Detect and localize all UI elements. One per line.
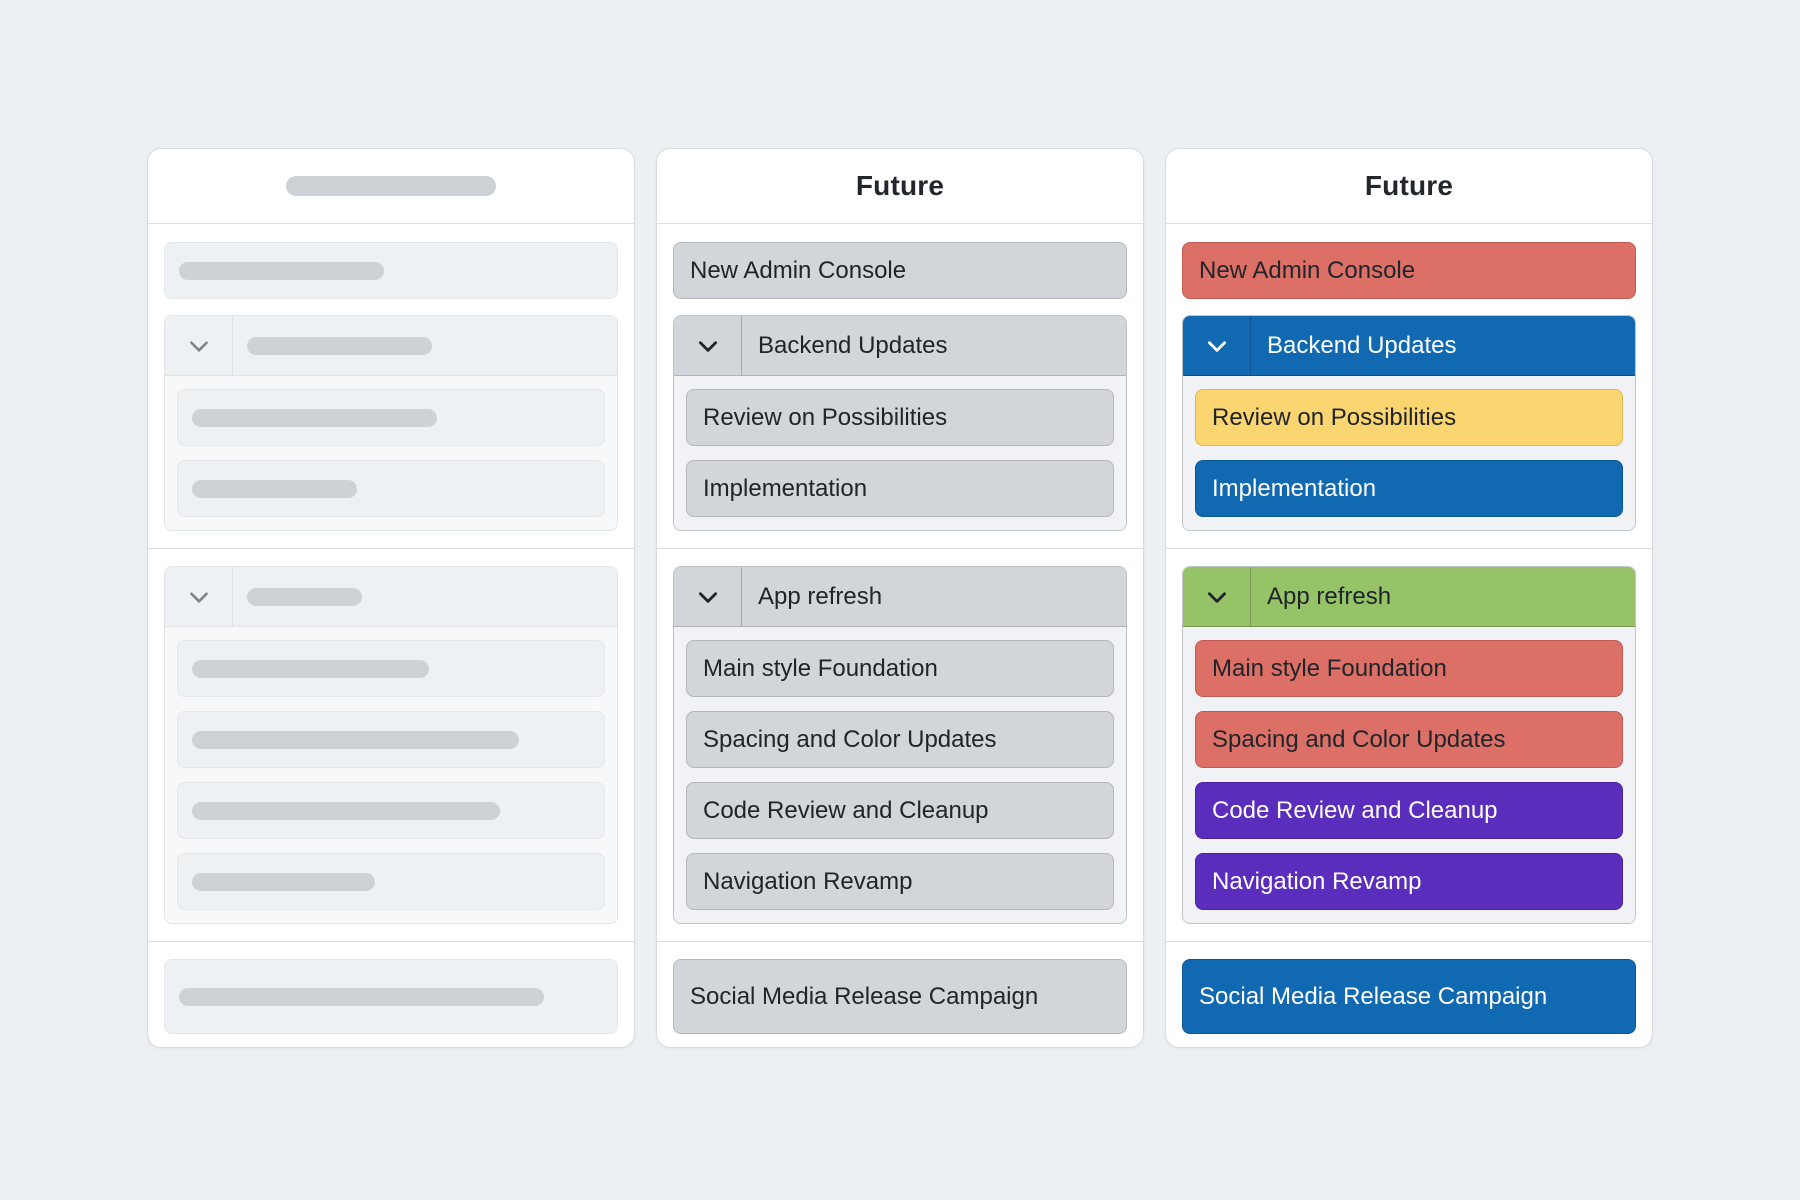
board-card-implementation[interactable]: Implementation — [686, 460, 1114, 517]
section-divider — [1166, 548, 1652, 549]
text-placeholder — [192, 479, 357, 498]
board-card-navigation-revamp[interactable]: Navigation Revamp — [1195, 853, 1623, 910]
board-column-skeleton — [147, 148, 635, 1048]
group-title: Backend Updates — [758, 331, 948, 359]
text-placeholder — [247, 336, 432, 355]
column-header: Future — [1166, 149, 1652, 224]
group-header-app-refresh[interactable]: App refresh — [674, 567, 1126, 627]
group-title: Backend Updates — [1267, 331, 1457, 359]
board-card-social-media-release-campaign[interactable]: Social Media Release Campaign — [1182, 959, 1636, 1034]
group-body-placeholder — [165, 627, 617, 923]
board-card-social-media-release-campaign[interactable]: Social Media Release Campaign — [673, 959, 1127, 1034]
chevron-down-icon[interactable] — [1183, 567, 1251, 626]
board-card-spacing-and-color-updates[interactable]: Spacing and Color Updates — [686, 711, 1114, 768]
board-card-spacing-and-color-updates[interactable]: Spacing and Color Updates — [1195, 711, 1623, 768]
text-placeholder — [192, 730, 519, 749]
board-card-navigation-revamp[interactable]: Navigation Revamp — [686, 853, 1114, 910]
group-header-backend-updates[interactable]: Backend Updates — [674, 316, 1126, 376]
board-card-code-review-and-cleanup[interactable]: Code Review and Cleanup — [1195, 782, 1623, 839]
text-placeholder — [192, 408, 437, 427]
group-placeholder — [164, 315, 618, 531]
card-placeholder — [177, 782, 605, 839]
board-card-implementation[interactable]: Implementation — [1195, 460, 1623, 517]
board-card-review-on-possibilities[interactable]: Review on Possibilities — [686, 389, 1114, 446]
column-title: Future — [1364, 170, 1454, 201]
card-placeholder — [164, 242, 618, 299]
card-placeholder — [177, 640, 605, 697]
chevron-down-icon[interactable] — [674, 567, 742, 626]
group-backend-updates: Backend Updates Review on Possibilities … — [673, 315, 1127, 531]
title-placeholder — [286, 176, 496, 196]
column-content: New Admin Console Backend Updates Review… — [657, 224, 1143, 1047]
column-header-skeleton — [148, 149, 634, 224]
group-body: Main style Foundation Spacing and Color … — [674, 627, 1126, 923]
section-divider — [1166, 941, 1652, 942]
card-placeholder — [177, 711, 605, 768]
text-placeholder — [179, 987, 544, 1006]
board-card-new-admin-console[interactable]: New Admin Console — [1182, 242, 1636, 299]
group-title: App refresh — [1267, 582, 1392, 610]
board-card-new-admin-console[interactable]: New Admin Console — [673, 242, 1127, 299]
board-card-code-review-and-cleanup[interactable]: Code Review and Cleanup — [686, 782, 1114, 839]
text-placeholder — [179, 261, 384, 280]
section-divider — [657, 941, 1143, 942]
chevron-down-icon[interactable] — [1183, 316, 1251, 375]
group-header-placeholder — [165, 567, 617, 627]
section-divider — [148, 941, 634, 942]
group-body: Review on Possibilities Implementation — [674, 376, 1126, 530]
group-header-placeholder — [165, 316, 617, 376]
group-backend-updates: Backend Updates Review on Possibilities … — [1182, 315, 1636, 531]
group-app-refresh: App refresh Main style Foundation Spacin… — [1182, 566, 1636, 924]
group-header-backend-updates[interactable]: Backend Updates — [1183, 316, 1635, 376]
group-app-refresh: App refresh Main style Foundation Spacin… — [673, 566, 1127, 924]
column-content: New Admin Console Backend Updates Review… — [1166, 224, 1652, 1047]
group-title: App refresh — [758, 582, 883, 610]
card-placeholder — [177, 389, 605, 446]
chevron-down-icon[interactable] — [674, 316, 742, 375]
column-title: Future — [855, 170, 945, 201]
text-placeholder — [192, 872, 375, 891]
text-placeholder — [192, 659, 429, 678]
board-column-colored: Future New Admin Console Backend Updates… — [1165, 148, 1653, 1048]
group-placeholder — [164, 566, 618, 924]
group-body: Review on Possibilities Implementation — [1183, 376, 1635, 530]
group-body-placeholder — [165, 376, 617, 530]
column-content-skeleton — [148, 224, 634, 1047]
section-divider — [657, 548, 1143, 549]
board-card-main-style-foundation[interactable]: Main style Foundation — [1195, 640, 1623, 697]
chevron-down-icon — [165, 567, 233, 626]
text-placeholder — [192, 801, 500, 820]
board-card-main-style-foundation[interactable]: Main style Foundation — [686, 640, 1114, 697]
board-card-review-on-possibilities[interactable]: Review on Possibilities — [1195, 389, 1623, 446]
card-placeholder — [177, 460, 605, 517]
board-column-plain: Future New Admin Console Backend Updates… — [656, 148, 1144, 1048]
card-placeholder — [164, 959, 618, 1034]
card-placeholder — [177, 853, 605, 910]
group-header-app-refresh[interactable]: App refresh — [1183, 567, 1635, 627]
group-body: Main style Foundation Spacing and Color … — [1183, 627, 1635, 923]
section-divider — [148, 548, 634, 549]
text-placeholder — [247, 587, 362, 606]
column-header: Future — [657, 149, 1143, 224]
chevron-down-icon — [165, 316, 233, 375]
